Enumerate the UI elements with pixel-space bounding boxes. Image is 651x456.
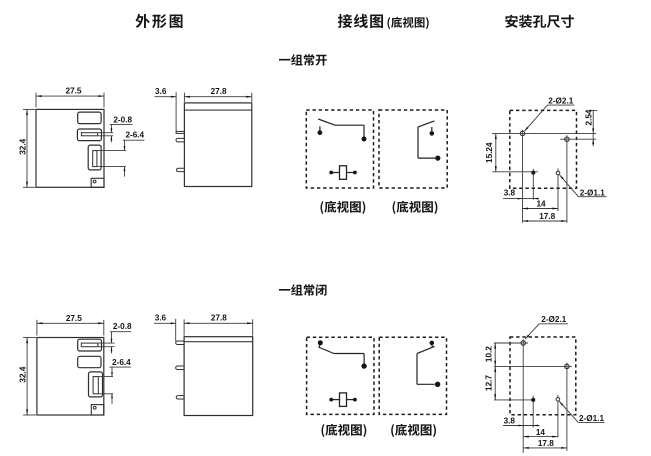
svg-text:2-6.4: 2-6.4 — [112, 358, 131, 367]
svg-text:12.7: 12.7 — [484, 375, 493, 391]
svg-text:2-Ø2.1: 2-Ø2.1 — [541, 315, 566, 324]
svg-text:10.2: 10.2 — [484, 346, 493, 362]
svg-text:2-0.8: 2-0.8 — [113, 115, 132, 124]
svg-text:17.8: 17.8 — [538, 439, 554, 448]
svg-text:3.6: 3.6 — [155, 313, 167, 322]
svg-text:2-Ø1.1: 2-Ø1.1 — [579, 414, 604, 423]
svg-text:2-0.8: 2-0.8 — [113, 322, 132, 331]
svg-text:3.8: 3.8 — [504, 416, 516, 425]
svg-text:32.4: 32.4 — [18, 366, 27, 382]
svg-text:3.6: 3.6 — [155, 87, 167, 96]
svg-text:2-Ø2.1: 2-Ø2.1 — [548, 96, 573, 105]
svg-text:2-6.4: 2-6.4 — [125, 131, 144, 140]
svg-text:2-Ø1.1: 2-Ø1.1 — [580, 188, 605, 197]
svg-text:27.8: 27.8 — [211, 313, 227, 322]
svg-text:14: 14 — [536, 200, 546, 209]
svg-text:27.5: 27.5 — [66, 87, 82, 96]
svg-text:32.4: 32.4 — [18, 138, 27, 154]
svg-text:17.8: 17.8 — [539, 212, 555, 221]
svg-text:3.8: 3.8 — [504, 189, 516, 198]
svg-text:15.24: 15.24 — [485, 142, 494, 163]
svg-text:2.54: 2.54 — [584, 109, 593, 125]
svg-text:27.5: 27.5 — [66, 314, 82, 323]
svg-text:14: 14 — [536, 428, 546, 437]
svg-text:27.8: 27.8 — [211, 87, 227, 96]
